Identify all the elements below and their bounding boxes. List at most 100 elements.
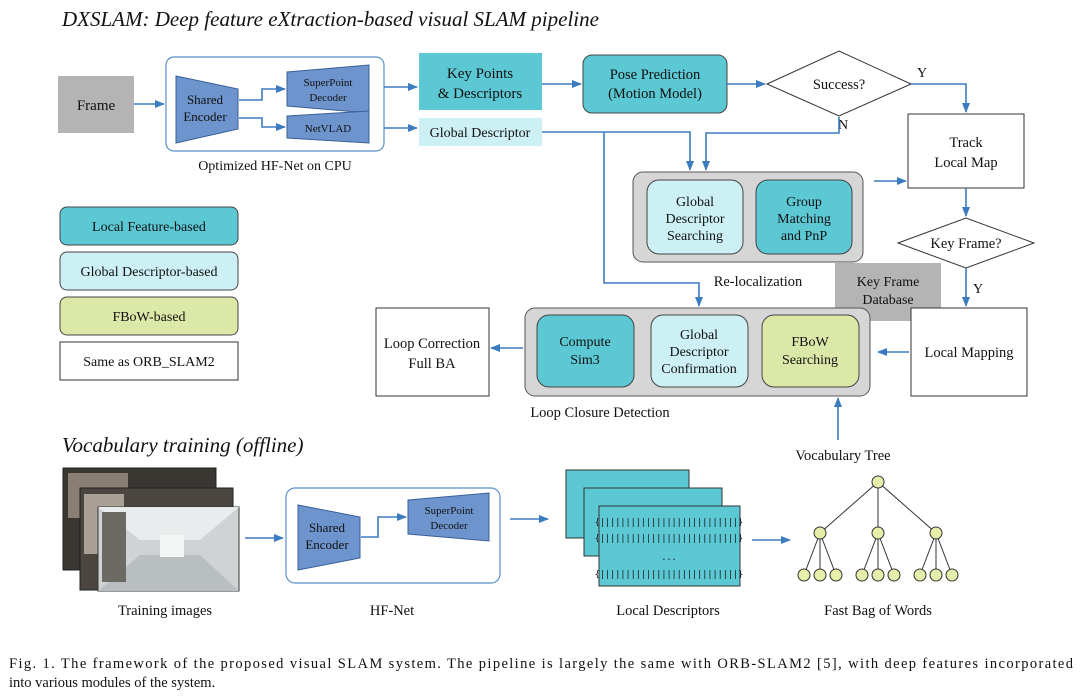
superpoint-line1: SuperPoint bbox=[304, 77, 353, 89]
tree-leaf bbox=[913, 568, 927, 582]
loop-correction-line2: Full BA bbox=[408, 356, 456, 372]
vocab-title: Vocabulary training (offline) bbox=[62, 433, 303, 457]
group-matching-box bbox=[755, 179, 853, 255]
global-descriptor-box bbox=[419, 118, 542, 146]
caption-line2: into various modules of the system. bbox=[9, 675, 215, 691]
kf-database-line1: Key Frame bbox=[857, 275, 920, 290]
keypoints-line1: Key Points bbox=[447, 66, 513, 82]
netvlad-shape bbox=[286, 110, 370, 144]
frame-box bbox=[58, 76, 134, 133]
shared-encoder-shape bbox=[175, 75, 239, 144]
tree-edge bbox=[819, 481, 879, 534]
bow-tree bbox=[797, 475, 959, 582]
netvlad-label: NetVLAD bbox=[305, 123, 351, 135]
success-no: N bbox=[838, 118, 848, 133]
tree-edge bbox=[861, 532, 879, 576]
global-descriptor-label: Global Descriptor bbox=[430, 126, 531, 141]
legend-fbow-label: FBoW-based bbox=[112, 310, 185, 325]
gd-searching-line2: Descriptor bbox=[665, 212, 724, 227]
tree-leaf bbox=[887, 568, 901, 582]
legend-local-label: Local Feature-based bbox=[92, 220, 206, 235]
success-label: Success? bbox=[813, 77, 865, 93]
descriptor-row-3: {|||||||||||||||||||||||||||} bbox=[595, 570, 743, 580]
success-yes: Y bbox=[917, 66, 927, 81]
pose-prediction-box bbox=[582, 54, 728, 114]
arrow-success-yes bbox=[911, 83, 970, 113]
vocab-encoder-line2: Encoder bbox=[305, 537, 349, 552]
fbow-searching-box bbox=[761, 314, 860, 388]
loop-correction-box bbox=[375, 307, 490, 397]
legend-global-label: Global Descriptor-based bbox=[81, 265, 218, 280]
tree-edge bbox=[819, 532, 837, 576]
training-image-3-ceiling bbox=[98, 507, 239, 540]
track-line1: Track bbox=[949, 135, 983, 151]
compute-sim3-box bbox=[536, 314, 635, 388]
legend-local-swatch bbox=[59, 206, 239, 246]
vocab-superpoint-shape bbox=[407, 492, 490, 542]
tree-leaf bbox=[855, 568, 869, 582]
tree-root-node bbox=[871, 475, 885, 489]
tree-leaf bbox=[945, 568, 959, 582]
local-descriptors-label: Local Descriptors bbox=[616, 603, 720, 619]
descriptor-card-3 bbox=[598, 505, 741, 587]
local-mapping-box bbox=[910, 307, 1028, 397]
tree-edge bbox=[877, 532, 895, 576]
keyframe-label: Key Frame? bbox=[930, 236, 1001, 252]
local-mapping-label: Local Mapping bbox=[925, 345, 1014, 361]
loop-correction-line1: Loop Correction bbox=[384, 336, 481, 352]
vocab-superpoint-line1: SuperPoint bbox=[425, 505, 474, 517]
descriptor-row-2: {|||||||||||||||||||||||||||} bbox=[595, 534, 743, 544]
tree-leaf bbox=[813, 568, 827, 582]
arrow-vocab-encoder-to-decoder bbox=[361, 513, 407, 538]
group-matching-line1: Group bbox=[786, 195, 822, 210]
vocab-encoder-shape bbox=[297, 504, 361, 571]
descriptor-row-1: {|||||||||||||||||||||||||||} bbox=[595, 518, 743, 528]
compute-sim3-line2: Sim3 bbox=[570, 353, 600, 368]
superpoint-decoder-shape bbox=[286, 64, 370, 114]
group-matching-line2: Matching bbox=[777, 212, 831, 227]
frame-label: Frame bbox=[77, 98, 116, 114]
arrow-success-no bbox=[702, 117, 840, 171]
tree-edge bbox=[803, 532, 821, 576]
legend-orb-swatch bbox=[59, 341, 239, 381]
keyframe-yes: Y bbox=[973, 282, 983, 297]
caption-line1: Fig. 1. The framework of the proposed vi… bbox=[9, 656, 1074, 672]
superpoint-line2: Decoder bbox=[309, 92, 347, 104]
training-image-3-wall bbox=[102, 512, 126, 582]
vocab-encoder-line1: Shared bbox=[309, 520, 346, 535]
keyframe-diamond bbox=[896, 217, 1036, 269]
vocab-hfnet-label: HF-Net bbox=[370, 603, 414, 619]
keypoints-line2: & Descriptors bbox=[438, 86, 523, 102]
main-title: DXSLAM: Deep feature eXtraction-based vi… bbox=[61, 7, 599, 31]
tree-node bbox=[871, 526, 885, 540]
vocab-tree-label: Vocabulary Tree bbox=[795, 448, 890, 464]
vocab-superpoint-line2: Decoder bbox=[430, 520, 468, 532]
arrow-global-to-reloc bbox=[542, 131, 694, 171]
fbow-searching-line2: Searching bbox=[782, 353, 838, 368]
tree-node bbox=[929, 526, 943, 540]
gd-searching-line3: Searching bbox=[667, 229, 723, 244]
training-image-3-floor bbox=[98, 555, 239, 591]
legend-fbow-swatch bbox=[59, 296, 239, 336]
keypoints-box bbox=[419, 53, 542, 110]
descriptor-dots: ... bbox=[661, 553, 676, 563]
training-images bbox=[62, 467, 240, 592]
arrow-encoder-to-netvlad bbox=[239, 117, 286, 131]
track-line2: Local Map bbox=[934, 155, 997, 171]
relocalization-label: Re-localization bbox=[714, 274, 803, 290]
track-local-map-box bbox=[907, 113, 1025, 189]
tree-edge bbox=[935, 532, 953, 576]
gd-confirmation-line1: Global bbox=[680, 328, 718, 343]
arrow-global-to-loop bbox=[603, 132, 703, 307]
shared-encoder-line1: Shared bbox=[187, 92, 224, 107]
tree-leaf bbox=[829, 568, 843, 582]
group-matching-line3: and PnP bbox=[781, 229, 828, 244]
tree-edge bbox=[919, 532, 937, 576]
gd-confirmation-box bbox=[650, 314, 749, 388]
training-images-label: Training images bbox=[118, 603, 212, 619]
legend-global-swatch bbox=[59, 251, 239, 291]
arrow-encoder-to-superpoint bbox=[239, 85, 286, 101]
fbow-searching-line1: FBoW bbox=[791, 335, 829, 350]
hfnet-caption: Optimized HF-Net on CPU bbox=[198, 159, 352, 174]
shared-encoder-line2: Encoder bbox=[183, 109, 227, 124]
